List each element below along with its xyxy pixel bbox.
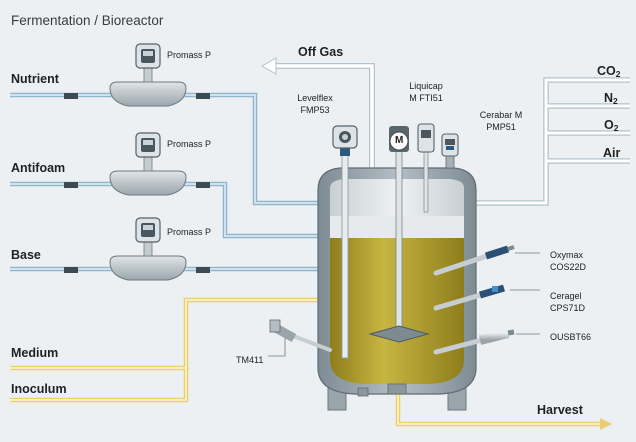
flowmeter-base — [64, 217, 210, 281]
ceragel-name: Ceragel — [550, 291, 582, 301]
base-label: Base — [11, 248, 41, 262]
liquicap-code: M FTI51 — [409, 93, 443, 103]
gas-co2-base: CO — [597, 64, 616, 78]
liquicap-sensor — [417, 123, 435, 213]
ceragel-code: CPS71D — [550, 303, 586, 313]
diagram-title: Fermentation / Bioreactor — [11, 13, 164, 28]
oxymax-label: Oxymax COS22D — [550, 251, 586, 272]
gas-n2-label: N2 — [604, 92, 618, 106]
ousbt-label: OUSBT66 — [550, 332, 592, 342]
flowmeter-nutrient — [64, 43, 210, 107]
oxymax-code: COS22D — [550, 262, 587, 272]
off-gas-arrowhead — [260, 57, 277, 75]
gas-o2-label: O2 — [604, 119, 618, 133]
off-gas-line-inner — [275, 64, 374, 172]
gas-air-base: Air — [603, 146, 621, 160]
levelflex-label: Levelflex FMP53 — [290, 94, 340, 115]
gas-air-label: Air — [603, 147, 620, 161]
agitator — [368, 149, 430, 343]
medium-line-inner — [10, 299, 330, 401]
liquicap-label: Liquicap M FTI51 — [402, 82, 450, 103]
off-gas-label: Off Gas — [298, 45, 344, 59]
liquicap-name: Liquicap — [409, 81, 443, 91]
oxymax-probe — [433, 245, 515, 276]
cerabar-sensor — [441, 133, 459, 169]
gas-manifold-inner — [475, 78, 630, 205]
harvest-label: Harvest — [537, 403, 583, 417]
flowmeter-nutrient-label: Promass P — [167, 50, 212, 60]
flowmeter-antifoam-label: Promass P — [167, 139, 212, 149]
motor — [389, 126, 409, 152]
ceragel-probe — [433, 284, 505, 311]
tm411-label: TM411 — [236, 355, 264, 365]
leader-lines — [268, 252, 540, 357]
gas-n2-base: N — [604, 91, 614, 105]
gas-co2-label: CO2 — [597, 65, 620, 79]
gas-o2-sub: 2 — [613, 123, 619, 133]
gas-n2-sub: 2 — [613, 96, 618, 106]
gas-co2-sub: 2 — [615, 69, 621, 79]
levelflex-name: Levelflex — [297, 93, 333, 103]
medium-label: Medium — [11, 346, 59, 360]
flowmeter-base-label: Promass P — [167, 227, 212, 237]
levelflex-sensor — [332, 125, 358, 359]
levelflex-code: FMP53 — [300, 105, 330, 115]
inoculum-label: Inoculum — [11, 382, 67, 396]
antifoam-label: Antifoam — [11, 161, 66, 175]
gas-o2-base: O — [604, 118, 614, 132]
cerabar-name: Cerabar M — [479, 110, 523, 120]
harvest-arrowhead — [600, 418, 612, 430]
cerabar-label: Cerabar M PMP51 — [476, 111, 526, 132]
cerabar-code: PMP51 — [486, 122, 516, 132]
tm411-probe — [269, 319, 332, 352]
harvest-line-inner — [397, 390, 600, 425]
flowmeter-antifoam — [64, 132, 210, 196]
ousbt-probe — [433, 328, 515, 355]
off-gas-line — [275, 63, 375, 172]
motor-label: M — [395, 135, 404, 146]
oxymax-name: Oxymax — [550, 250, 584, 260]
nutrient-label: Nutrient — [11, 72, 59, 86]
ceragel-label: Ceragel CPS71D — [550, 292, 585, 313]
